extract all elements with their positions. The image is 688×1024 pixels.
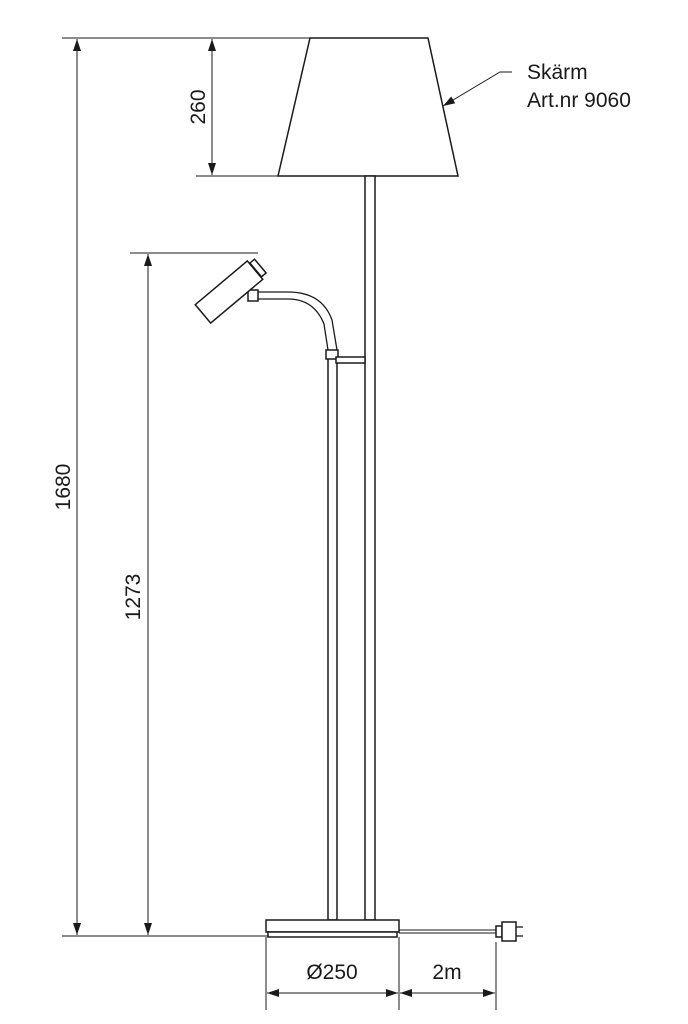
total-height-label: 1680 xyxy=(52,464,75,511)
base-diameter-label: Ø250 xyxy=(306,961,357,984)
lamp-shade xyxy=(277,37,459,177)
shade-article-label: Art.nr 9060 xyxy=(527,89,631,112)
cord-length-label: 2m xyxy=(432,961,461,984)
main-stem xyxy=(364,175,376,921)
shade-callout xyxy=(442,71,512,107)
power-cord xyxy=(399,929,496,934)
extension-lines xyxy=(62,37,497,1010)
reading-arm-height-label: 1273 xyxy=(122,574,145,621)
shade-height-label: 260 xyxy=(187,89,210,124)
lamp-base xyxy=(265,919,400,938)
shade-name-label: Skärm xyxy=(527,61,588,84)
spot-lamp-head xyxy=(194,258,268,325)
plug-icon xyxy=(495,921,523,942)
reading-arm xyxy=(247,289,366,921)
